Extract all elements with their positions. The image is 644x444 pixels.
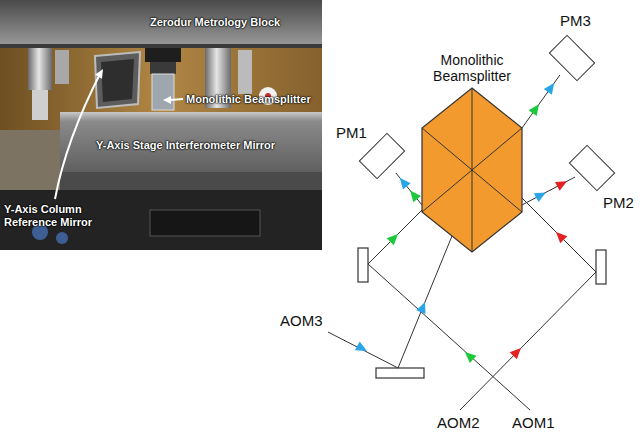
- beam: [368, 210, 530, 410]
- beam-line: [522, 75, 560, 128]
- beam-line: [396, 173, 422, 205]
- beamsplitter-body: [422, 88, 522, 252]
- splitter-mount: [145, 48, 181, 62]
- beam-arrowhead: [396, 175, 411, 190]
- callout-arrowhead: [95, 67, 106, 79]
- stage-rail: [60, 172, 322, 190]
- block-edge: [0, 44, 322, 48]
- photo-ground: [0, 0, 322, 250]
- callout-arrow: [55, 72, 101, 199]
- beam-arrowhead: [552, 228, 567, 243]
- component-title: Monolithic Beamsplitter: [422, 52, 522, 84]
- optic-post: [55, 50, 69, 84]
- beam-connector: [396, 173, 422, 205]
- metrology-block: [0, 0, 322, 46]
- beam-arrowhead: [534, 188, 548, 202]
- beam-line: [522, 177, 575, 205]
- reference-tube: [95, 52, 140, 108]
- beamsplitter: Monolithic Beamsplitter: [422, 88, 522, 252]
- beam-connector: [522, 75, 560, 128]
- beam-arrowhead: [555, 177, 569, 191]
- optic-lens: [32, 90, 48, 120]
- part-label: Zerodur Metrology Block: [150, 16, 280, 29]
- detector: PM1: [365, 139, 399, 173]
- stage-motor: [150, 210, 260, 236]
- stage-mirror: [60, 112, 322, 174]
- detector: PM2: [575, 151, 609, 185]
- part-label: Y-Axis Column Reference Mirror: [4, 203, 100, 229]
- beam-arrowhead: [510, 344, 525, 359]
- beam: [328, 236, 452, 368]
- beam-connector: [522, 177, 575, 205]
- mirror: [376, 368, 424, 378]
- mirror: [358, 248, 368, 282]
- fitting: [56, 232, 68, 244]
- signal-name: AOM2: [437, 414, 480, 431]
- detector-box: [569, 145, 616, 192]
- splitter-glass: [152, 74, 174, 110]
- optic-mount: [28, 48, 52, 90]
- beamsplitter-shape: [422, 88, 522, 252]
- beam-arrowhead: [462, 348, 477, 363]
- optic-post: [238, 50, 252, 94]
- part-label: Y-Axis Stage Interferometer Mirror: [96, 139, 275, 152]
- stage-base: [0, 190, 322, 250]
- detector-box: [549, 35, 596, 82]
- callout-arrow: [170, 99, 183, 100]
- signal-name: AOM1: [512, 414, 555, 431]
- beam-arrowhead: [406, 187, 421, 202]
- beam-arrowhead: [416, 300, 429, 314]
- splitter-mount: [150, 62, 176, 74]
- beam-arrowhead: [387, 230, 402, 245]
- detector-label: PM3: [560, 12, 591, 29]
- signal-name: AOM3: [280, 312, 323, 329]
- callout-arrowhead: [163, 96, 171, 104]
- beamsplitter-facets: [422, 88, 522, 252]
- mirror: [596, 250, 606, 284]
- part-label: Monolithic Beamsplitter: [186, 93, 311, 106]
- reference-tube-inner: [101, 59, 134, 102]
- beam-arrowhead: [355, 341, 369, 355]
- beam-arrowhead: [529, 101, 544, 116]
- beam-arrowhead: [544, 80, 559, 95]
- detector: PM3: [555, 41, 589, 75]
- detector-label: PM1: [336, 124, 367, 141]
- detector-label: PM2: [603, 194, 634, 211]
